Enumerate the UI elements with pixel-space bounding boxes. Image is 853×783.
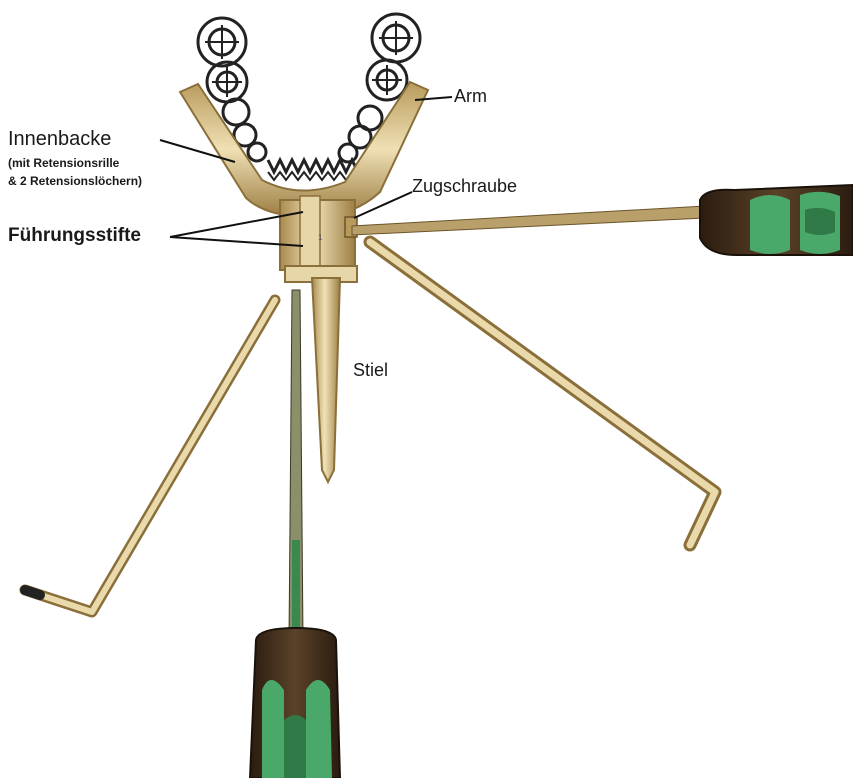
molar-right-2 (367, 60, 407, 100)
label-innenbacke-note-2: & 2 Retensionslöchern) (8, 174, 142, 188)
label-innenbacke-note-1: (mit Retensionsrille (8, 156, 119, 170)
stem (312, 278, 340, 482)
svg-text:1: 1 (318, 233, 323, 242)
screwdriver-bottom-handle (250, 628, 340, 778)
molar-left-2 (207, 62, 247, 102)
hex-key-right (370, 242, 715, 545)
label-arm: Arm (454, 86, 487, 107)
label-innenbacke: Innenbacke (8, 128, 111, 151)
hex-key-left (25, 300, 275, 612)
label-stiel: Stiel (353, 360, 388, 381)
label-zugschraube: Zugschraube (412, 176, 517, 197)
molar-left-1 (198, 18, 246, 66)
screwdriver-right-shaft (352, 206, 705, 235)
screwdriver-right-handle (700, 185, 853, 255)
label-fuehrungsstifte: Führungsstifte (8, 225, 141, 247)
molar-right-1 (372, 14, 420, 62)
